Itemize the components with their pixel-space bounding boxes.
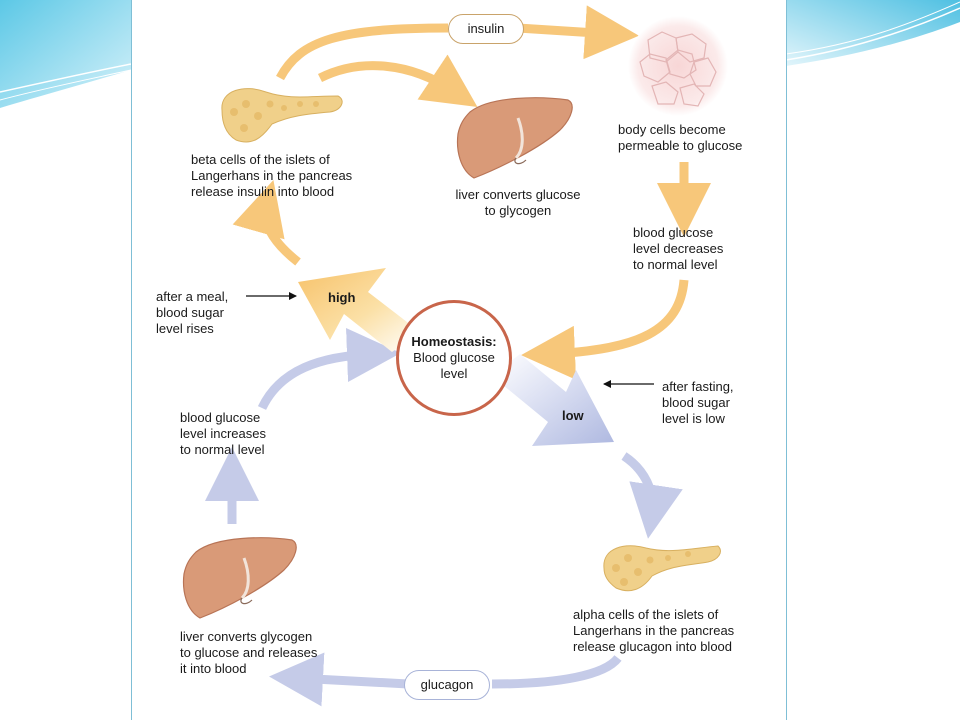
body-cells-label: body cells become permeable to glucose: [618, 122, 743, 153]
pancreas-top-illustration: [221, 88, 343, 143]
glucose-decreases-label: blood glucose level decreases to normal …: [633, 225, 724, 272]
right-swoosh: [786, 0, 960, 66]
left-swoosh: [0, 0, 131, 108]
high-arrow: [298, 268, 420, 352]
homeostasis-hub: Homeostasis: Blood glucose level: [396, 300, 512, 416]
glucagon-label: glucagon: [404, 670, 490, 700]
pancreas-bottom-illustration: [603, 545, 721, 592]
liver-top-illustration: [456, 97, 573, 179]
body-cells-illustration: [628, 16, 728, 116]
liver-bottom-illustration: [182, 537, 297, 619]
glucagon-pathway: [205, 328, 683, 707]
high-state-label: high: [328, 290, 356, 305]
low-state-label: low: [562, 408, 584, 423]
homeostasis-subtitle: Blood glucose level: [413, 350, 495, 381]
glucagon-text: glucagon: [420, 677, 474, 692]
insulin-text: insulin: [467, 21, 505, 36]
panel-border-left: [131, 0, 132, 720]
after-meal-label: after a meal, blood sugar level rises: [156, 289, 229, 336]
insulin-pathway: [232, 5, 711, 380]
panel-border-right: [786, 0, 787, 720]
homeostasis-title: Homeostasis:: [411, 334, 497, 349]
liver-glycogen-label: liver converts glucose to glycogen: [455, 187, 581, 218]
low-arrow: [492, 354, 614, 446]
glucose-increases-label: blood glucose level increases to normal …: [180, 410, 266, 457]
liver-glucose-label: liver converts glycogen to glucose and r…: [180, 629, 318, 676]
beta-cells-label: beta cells of the islets of Langerhans i…: [191, 152, 353, 199]
alpha-cells-label: alpha cells of the islets of Langerhans …: [573, 607, 735, 654]
after-fasting-label: after fasting, blood sugar level is low: [662, 379, 734, 426]
insulin-label: insulin: [448, 14, 524, 44]
